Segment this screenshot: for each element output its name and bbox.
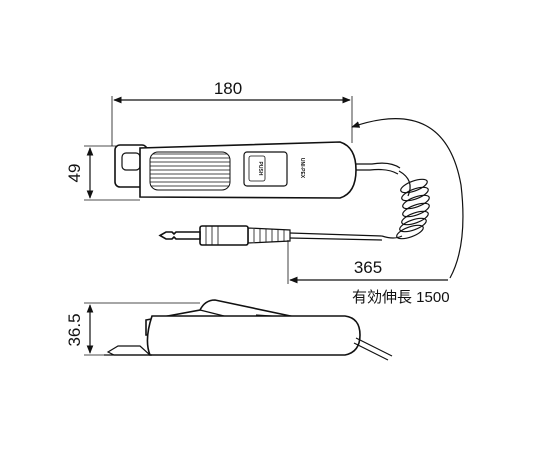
thickness-value: 36.5 [65, 313, 84, 346]
microphone-side-view [104, 299, 393, 361]
cord-extension-note: 有効伸長 1500 [352, 289, 450, 306]
thickness-dimension: 36.5 [65, 302, 200, 356]
cord-dimension: 365 有効伸長 1500 [287, 118, 464, 306]
coiled-cord [381, 170, 430, 240]
push-button-label: PUSH [257, 162, 263, 176]
height-value: 49 [65, 164, 84, 183]
microphone-top-view: PUSH UNI-PEX [114, 141, 401, 199]
width-dimension: 180 [111, 79, 353, 146]
height-dimension: 49 [65, 145, 140, 201]
phone-plug [158, 225, 383, 246]
push-button [243, 151, 288, 187]
width-value: 180 [214, 79, 242, 98]
brand-label: UNI-PEX [299, 158, 305, 179]
speaker-grille [149, 151, 231, 191]
cord-length-value: 365 [354, 258, 382, 277]
